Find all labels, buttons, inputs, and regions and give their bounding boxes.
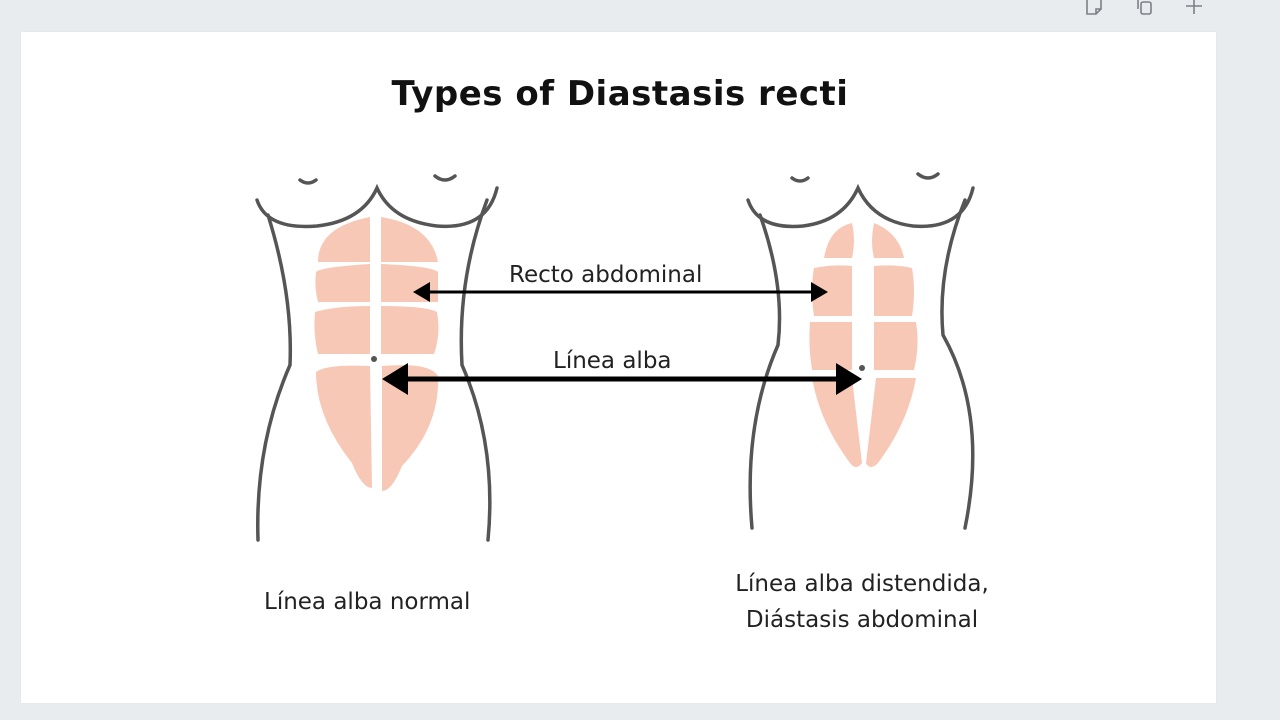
canvas-page[interactable] [21,32,1216,703]
caption-normal: Línea alba normal [264,589,471,615]
page-toolbar [1082,0,1206,18]
diagram-title: Types of Diastasis recti [391,74,849,114]
note-icon[interactable] [1082,0,1106,18]
label-recto-abdominal: Recto abdominal [509,262,703,288]
arrow-recto-abdominal [413,282,828,302]
caption-diastasis-line1: Línea alba distendida, [735,571,989,597]
add-icon[interactable] [1182,0,1206,18]
label-linea-alba: Línea alba [553,348,672,374]
muscles-diastasis [809,223,918,467]
arrow-linea-alba [382,363,862,395]
torso-diastasis [746,172,975,530]
caption-diastasis-line2: Diástasis abdominal [745,607,979,633]
torso-normal [255,174,499,542]
duplicate-icon[interactable] [1132,0,1156,18]
muscles-normal [314,217,439,491]
